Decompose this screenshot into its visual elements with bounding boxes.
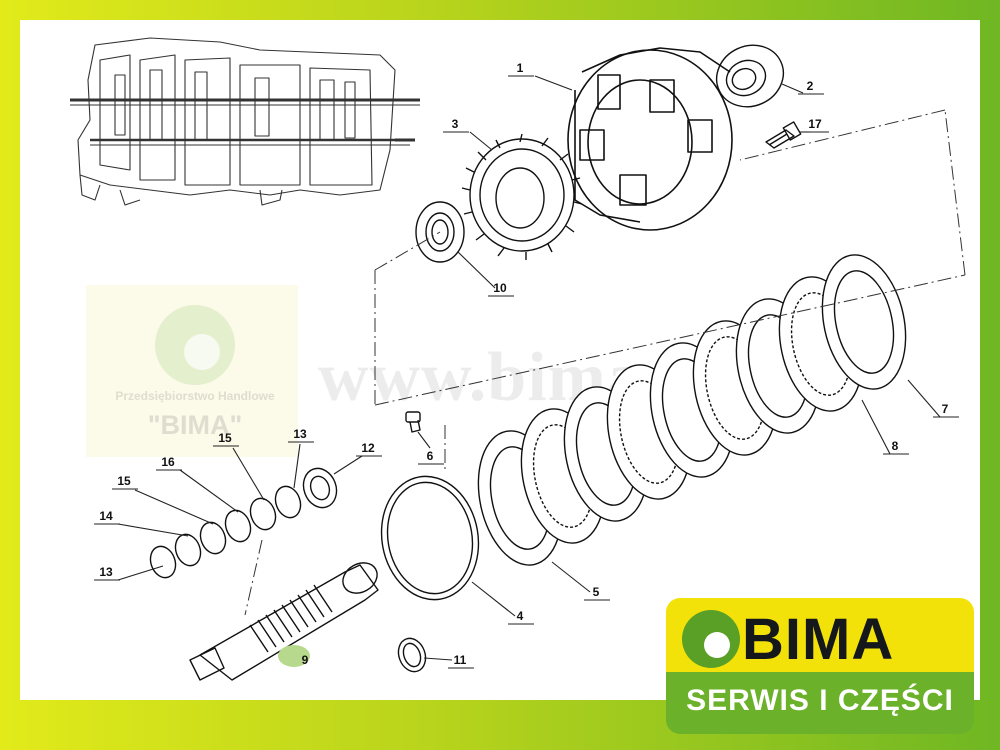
part-3-gear — [461, 133, 583, 260]
leader-line-c3 — [469, 131, 493, 151]
clutch-disc-inner — [833, 270, 895, 374]
watermark-company-box — [86, 285, 298, 457]
callout-c4: 4 — [517, 609, 524, 623]
part-6-pin — [405, 411, 421, 433]
watermark-globe-icon — [155, 305, 235, 385]
leader-line-c5 — [551, 561, 591, 593]
callout-c1: 1 — [517, 61, 524, 75]
leader-line-c12 — [333, 455, 363, 475]
callout-c15b: 15 — [117, 474, 131, 488]
callout-c13a: 13 — [293, 427, 307, 441]
part-11-snap-ring — [397, 637, 427, 673]
callout-c9: 9 — [302, 653, 309, 667]
callout-c11: 11 — [454, 653, 467, 667]
bima-logo-badge: BIMA SERWIS I CZĘŚCI — [666, 598, 974, 736]
callout-c6: 6 — [427, 449, 434, 463]
callout-c2: 2 — [807, 79, 814, 93]
leader-line-c16 — [179, 469, 239, 513]
small-ring-set — [149, 467, 338, 579]
clutch-disc-stack — [477, 254, 907, 566]
logo-bottom-band — [666, 672, 974, 734]
callout-c14: 14 — [99, 509, 113, 523]
part-17-bolt — [765, 121, 802, 149]
leader-line-c15b — [134, 489, 214, 525]
leader-line-c7 — [907, 379, 941, 418]
leader-line-c6 — [417, 431, 431, 449]
clutch-disc — [821, 254, 907, 390]
part-1-clutch-drum — [567, 47, 733, 231]
logo-ball-icon — [682, 610, 740, 668]
part-4-ring — [380, 475, 480, 601]
watermark-company-name: "BIMA" — [147, 410, 243, 440]
watermark-company-sub: Przedsiębiorstwo Handlowe — [115, 389, 275, 403]
callout-c16: 16 — [161, 455, 175, 469]
callout-c15a: 15 — [218, 431, 232, 445]
callout-c5: 5 — [593, 585, 600, 599]
logo-brand-text: BIMA — [742, 607, 895, 672]
leader-line-c10 — [457, 251, 496, 289]
callout-c10: 10 — [493, 281, 507, 295]
part-9-shaft — [189, 562, 379, 681]
callout-c13b: 13 — [99, 565, 113, 579]
part-2-bearing — [715, 44, 785, 108]
callout-c8: 8 — [892, 439, 899, 453]
leader-line-c15a — [232, 447, 265, 501]
leader-line-c4 — [471, 581, 516, 617]
leader-line-c13b — [117, 565, 164, 581]
gearbox-cross-section — [70, 37, 420, 206]
callout-c7: 7 — [942, 402, 949, 416]
callout-c12: 12 — [361, 441, 375, 455]
leader-line-c2 — [781, 83, 804, 94]
leader-line-c1 — [534, 75, 573, 91]
leader-line-c14 — [117, 523, 189, 537]
assembly-lines — [244, 109, 966, 616]
part-10-bearing — [415, 201, 465, 263]
logo-tagline: SERWIS I CZĘŚCI — [686, 684, 954, 717]
callout-c17: 17 — [808, 117, 822, 131]
leader-line-c13a — [293, 443, 301, 489]
leader-line-c11 — [423, 657, 453, 661]
callout-c3: 3 — [452, 117, 459, 131]
leader-line-c8 — [861, 399, 891, 455]
